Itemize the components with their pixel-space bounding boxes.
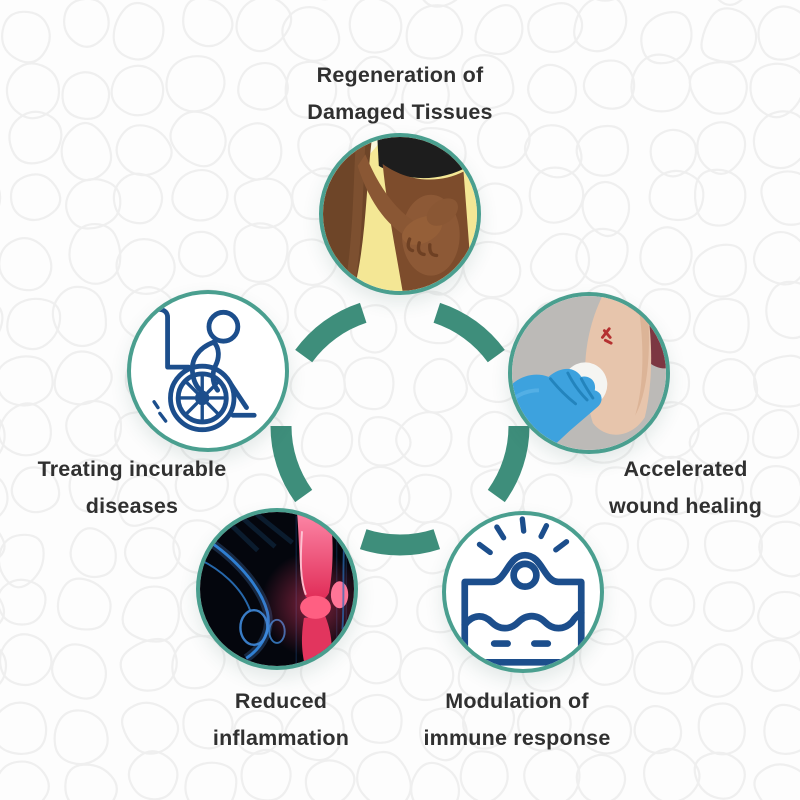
label-regeneration: Regeneration of Damaged Tissues [250, 57, 550, 131]
node-incurable-diseases [127, 290, 289, 452]
label-incurable-diseases: Treating incurable diseases [1, 451, 263, 525]
label-line: Modulation of [445, 689, 589, 713]
ring-arc-left [270, 425, 313, 503]
ring-arc-right [487, 425, 530, 503]
ring-arc-bottom [359, 529, 441, 556]
label-immune-response: Modulation of immune response [397, 683, 637, 757]
person-in-wheelchair-icon [151, 307, 257, 433]
node-inflammation [196, 508, 358, 670]
label-line: Damaged Tissues [307, 100, 493, 124]
skin-cross-section-icon [461, 516, 585, 666]
label-line: Accelerated [623, 457, 748, 481]
ring-arc-top-left [295, 302, 367, 363]
node-regeneration [319, 133, 481, 295]
node-immune-response [442, 511, 604, 673]
label-line: Reduced [234, 689, 328, 713]
ring-arc-top-right [433, 302, 505, 363]
label-line: inflammation [212, 726, 350, 750]
label-line: immune response [423, 726, 611, 750]
label-line: wound healing [608, 494, 763, 518]
label-inflammation: Reduced inflammation [171, 683, 391, 757]
label-line: Treating incurable [37, 457, 227, 481]
label-wound-healing: Accelerated wound healing [571, 451, 800, 525]
gloved-hand-cotton-pad-on-arm-photo [512, 296, 666, 450]
node-wound-healing [508, 292, 670, 454]
label-line: Regeneration of [316, 63, 484, 87]
knee-xray-inflammation-photo [200, 512, 354, 666]
label-line: diseases [85, 494, 179, 518]
hands-holding-injured-knee-photo [323, 137, 477, 291]
